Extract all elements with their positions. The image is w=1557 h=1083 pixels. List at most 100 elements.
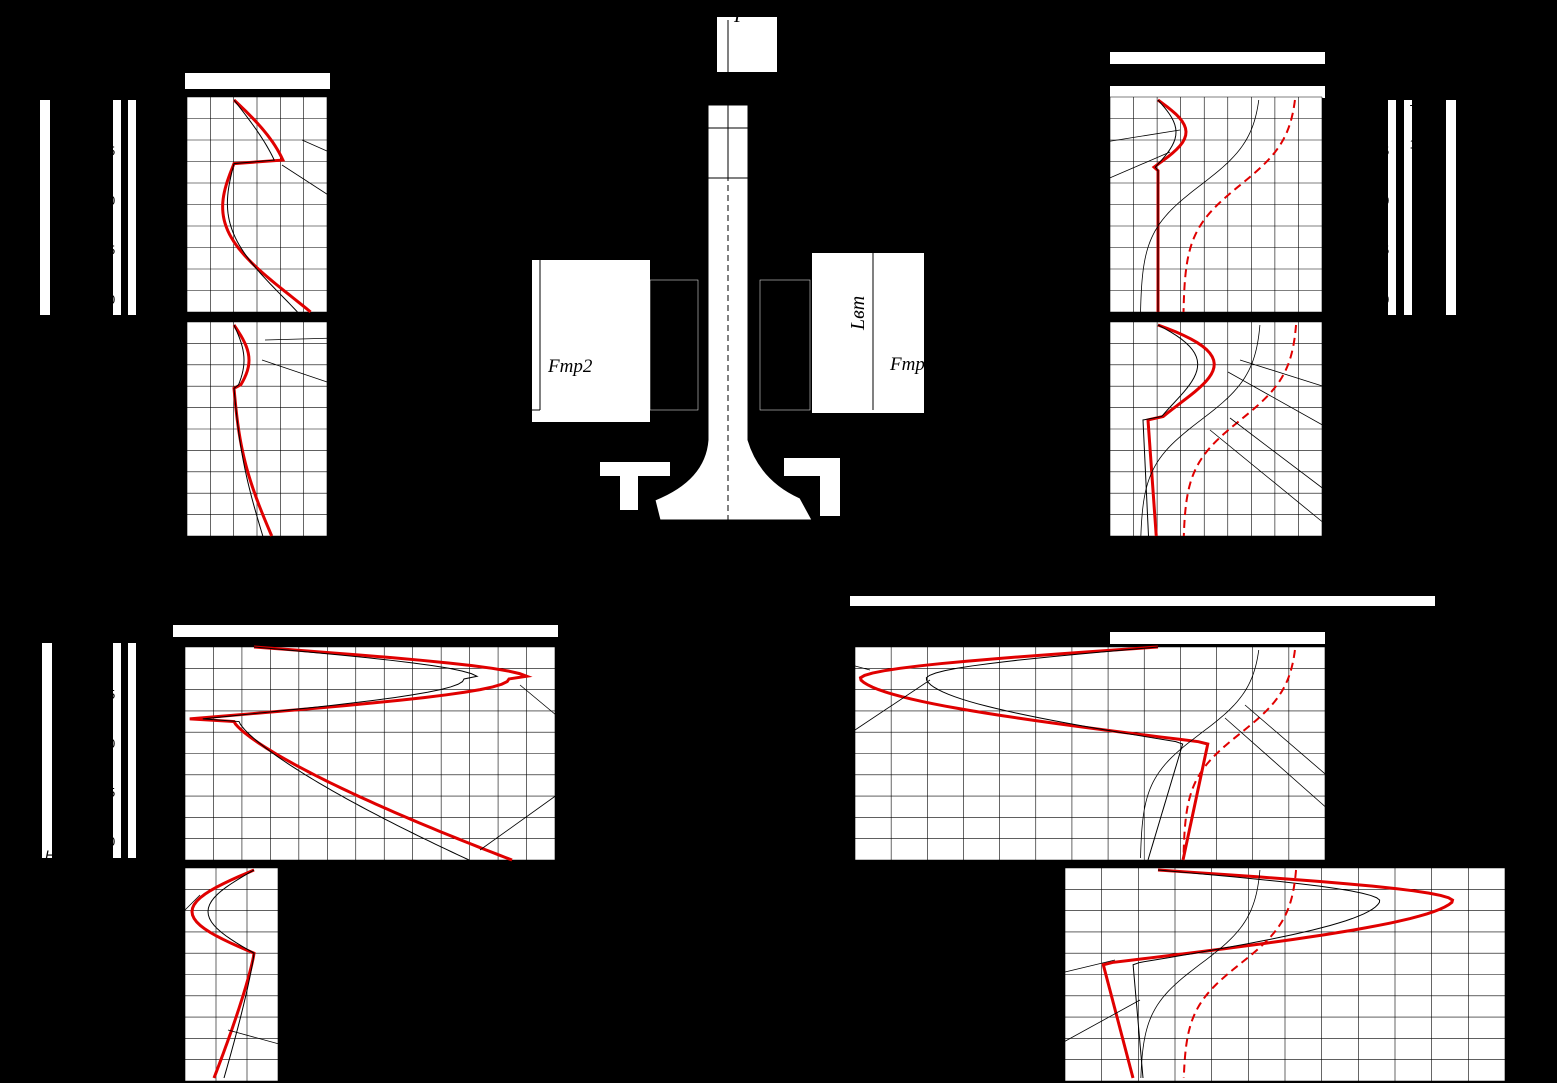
bl-phi2-tick: 68 xyxy=(139,808,153,823)
tr-e-tick: 0 xyxy=(1156,66,1163,81)
bl-rq2-m01-curve xyxy=(190,868,256,1079)
tr-f-tick: 12 xyxy=(1292,28,1306,43)
bl-hk-label: Hк xyxy=(45,847,63,863)
tl-f1-m008-curve xyxy=(226,99,298,313)
bl-r-tick: 4 xyxy=(296,606,303,621)
bl-r-tick: 12 xyxy=(385,606,399,621)
br-r-tick: 16 xyxy=(1333,576,1347,591)
bl-phi2-tick: 64 xyxy=(139,850,153,865)
tl-f-tick: 0 xyxy=(230,54,237,69)
tr-y-tick: 10 xyxy=(1463,306,1477,321)
tl-phi-tick: 15 xyxy=(101,144,115,159)
tl-y-bar xyxy=(40,100,50,315)
bl-phi2-tick: 128 xyxy=(135,638,157,653)
tl-f-axis-label: Fтр1,2,Нх10 xyxy=(332,55,443,77)
leader-line xyxy=(839,661,871,671)
tr-f1-e23-curve xyxy=(1154,99,1177,312)
bl-phi2-tick: 83 xyxy=(139,765,153,780)
bl-y-tick: 2,5 xyxy=(5,691,23,706)
tr-e23-curve2 xyxy=(1140,324,1261,537)
leader-line xyxy=(281,164,337,201)
tl-phi2-tick: 83 xyxy=(139,221,153,236)
tl-phi-tick: 0 xyxy=(104,94,111,109)
tr-phi-tick: 45 xyxy=(1375,243,1389,258)
tl-y-tick: 10 xyxy=(7,306,21,321)
tr-y-tick: 2,5 xyxy=(1461,147,1479,162)
tr-y-tick: 7,5 xyxy=(1461,253,1479,268)
valve-stem xyxy=(654,104,813,521)
tl-f-axis-bar xyxy=(185,73,330,89)
bl-rq1-m008-curve xyxy=(202,646,479,861)
bl-r-tick: 0 xyxy=(250,606,257,621)
br-r-axis-label: RP1,2,Нх10 xyxy=(1477,574,1557,594)
tr-phi-tick: 0 xyxy=(1378,94,1385,109)
bl-y-tick: 7,5 xyxy=(5,797,23,812)
leader-line xyxy=(1227,371,1336,433)
left-guide-hatch xyxy=(649,279,699,411)
right-seat-leg xyxy=(820,458,840,516)
tr-f-axis-bar xyxy=(1110,52,1325,64)
leader-line xyxy=(1104,151,1171,181)
tl-phi2-tick: 64 xyxy=(139,306,153,321)
tr-phi2-tick: 64 xyxy=(1413,306,1427,321)
tr-e-tick: 3 xyxy=(1294,66,1301,81)
tl-phi2-tick: 128 xyxy=(135,94,157,109)
tr-f-tick: 10 xyxy=(1268,28,1282,43)
br-r-tick: 16 xyxy=(965,576,979,591)
tl-f1-m01-curve xyxy=(221,98,312,314)
bl-phi-tick: 30 xyxy=(101,736,115,751)
tr-phi-tick: 15 xyxy=(1375,144,1389,159)
br-r-tick: 12 xyxy=(1287,576,1301,591)
br-e30-curve2 xyxy=(1182,869,1298,1079)
bl-phi-tick: 15 xyxy=(101,687,115,702)
label-e-right: e xyxy=(916,35,925,57)
leader-line xyxy=(301,139,337,156)
tr-f-tick: 0 xyxy=(1156,28,1163,43)
br-e-tick: 2 xyxy=(1248,612,1255,627)
tr-e30-curve2 xyxy=(1182,324,1298,537)
bl-rq1-m01-label: RQ1(м =0,1) xyxy=(569,716,666,737)
br-r-tick: 12 xyxy=(1011,576,1025,591)
leader-line xyxy=(1209,429,1326,525)
label-Lvt: Lвт xyxy=(847,296,869,331)
br-r-tick: 8 xyxy=(1060,576,1067,591)
br-r-tick: 0 xyxy=(1152,576,1159,591)
tr-e-tick: -1 xyxy=(1107,66,1119,81)
label-RQ1: RQ1 xyxy=(603,180,635,199)
tr-e30-label: e0=3,0 мм xyxy=(1328,481,1398,498)
tr-phi-tick: 60 xyxy=(1375,292,1389,307)
tappet-block xyxy=(717,17,777,72)
right-spring-cap xyxy=(754,127,791,176)
br-rp1-e30-curve xyxy=(858,645,1210,861)
tl-f-tick: 8 xyxy=(323,54,330,69)
br-e-tick: 0 xyxy=(1156,612,1163,627)
tr-y-bar xyxy=(1446,100,1456,315)
tr-hk-label: Hк xyxy=(1488,305,1506,321)
left-guide-block xyxy=(532,260,650,422)
right-guide-block xyxy=(812,253,924,413)
br-r-tick: 8 xyxy=(1244,576,1251,591)
tr-e-axis-label: e,мм xyxy=(1065,67,1096,83)
leader-line xyxy=(839,679,931,741)
tl-f2-m01-label: Fтр2 (м =0,1) xyxy=(335,327,445,348)
tr-phi2-tick: 98 xyxy=(1413,179,1427,194)
leader-line xyxy=(264,337,337,341)
right-guide-hatch xyxy=(759,279,811,411)
br-e30-curve1 xyxy=(1182,649,1296,859)
tl-phi2-tick: 98 xyxy=(139,179,153,194)
tr-phi2-tick: 83 xyxy=(1413,221,1427,236)
center-valve-drawing: P e P Q Q P e P RQ1 RP1 Fтр1 Fтр1 Fтр2 F… xyxy=(420,3,1110,550)
label-Q-center: Q xyxy=(654,75,669,97)
br-e23-curve2 xyxy=(1140,869,1261,1079)
tr-phi-tick: 30 xyxy=(1375,193,1389,208)
tr-f1-e30-label: Fтр1(e0=3,0) xyxy=(974,131,1081,152)
tl-y-tick: 5 xyxy=(10,200,17,215)
bl-phi2-tick: 113 xyxy=(136,680,157,695)
tr-e-axis-bar xyxy=(1110,86,1325,98)
label-Fmp1-right: Fтр1 xyxy=(969,246,1014,267)
br-e-tick: 1 xyxy=(1202,612,1209,627)
leader-line xyxy=(227,1029,291,1048)
tr-f-tick: 2 xyxy=(1133,28,1140,43)
tr-e30-curve1 xyxy=(1182,99,1296,313)
